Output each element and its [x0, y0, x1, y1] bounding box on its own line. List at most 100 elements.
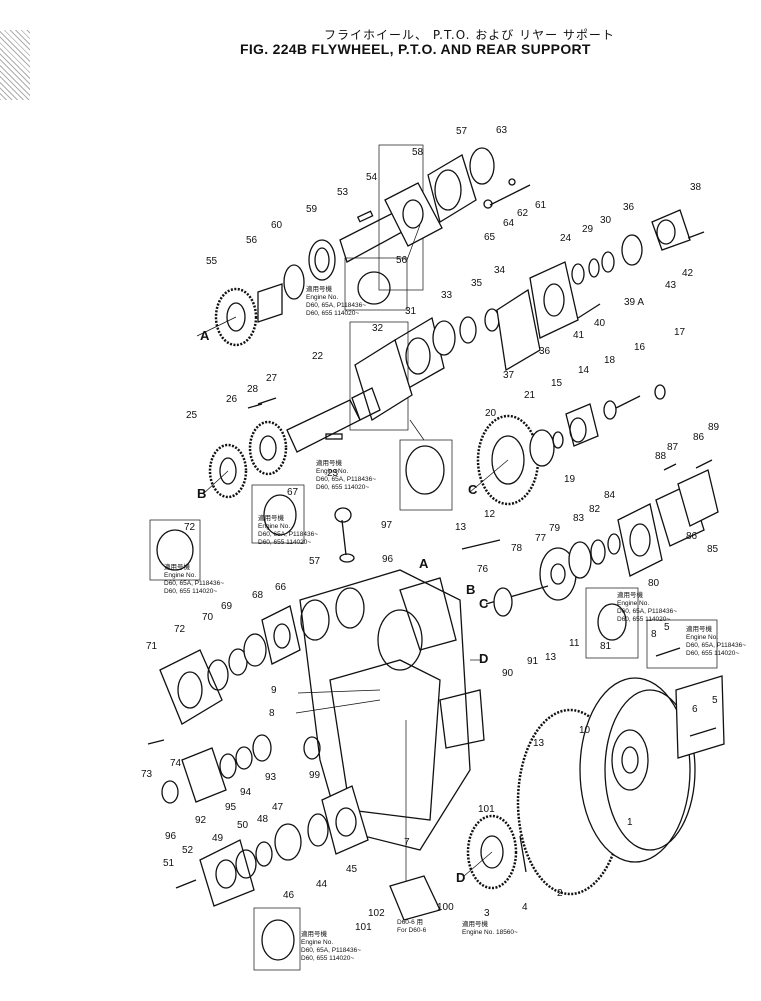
part-number-label: 73 [141, 769, 153, 780]
serial-note-line: Engine No. [306, 294, 338, 301]
ring-15 [552, 431, 564, 449]
part-number-label: 82 [589, 504, 601, 515]
section-reference-letter: D [479, 651, 488, 666]
part-number-label: 18 [604, 355, 616, 366]
cover-36 [529, 261, 579, 339]
part-number-label: 44 [316, 879, 328, 890]
inset-box-67 [251, 484, 305, 544]
housing-66 [261, 605, 301, 665]
part-number-label: 31 [405, 306, 417, 317]
part-number-label: 25 [186, 410, 198, 421]
section-reference-letter: B [466, 582, 475, 597]
serial-note-line: Engine No. [164, 572, 196, 579]
bolt-16 [615, 395, 641, 409]
bolt-12 [461, 539, 501, 550]
part-number-label: 37 [503, 370, 515, 381]
ring-83 [590, 539, 606, 565]
part-number-label: 63 [496, 125, 508, 136]
serial-note-line: Engine No. [686, 634, 718, 641]
ring-96 [161, 780, 179, 804]
part-number-label: 58 [412, 147, 424, 158]
part-number-label: 95 [225, 802, 237, 813]
serial-note-line: Engine No. 18560~ [462, 929, 518, 936]
part-number-label: 26 [226, 394, 238, 405]
part-number-label: 24 [560, 233, 572, 244]
part-number-label: 28 [247, 384, 259, 395]
section-reference-letter: B [197, 486, 206, 501]
part-number-label: 81 [600, 641, 612, 652]
part-number-label: 36 [623, 202, 635, 213]
part-number-label: 8 [651, 629, 657, 640]
bearing-93 [252, 734, 272, 762]
part-number-label: 76 [477, 564, 489, 575]
serial-note-line: 適用号機 [164, 562, 191, 571]
part-number-label: 6 [692, 704, 698, 715]
inset-box-32 [349, 321, 409, 431]
inset-box-5-8 [646, 619, 718, 669]
inset-box-32b [399, 439, 453, 511]
section-reference-letter: C [479, 596, 489, 611]
part-number-label: 3 [484, 908, 490, 919]
part-number-label: 67 [287, 487, 299, 498]
rear-support-housing [299, 569, 471, 851]
scan-artifact [0, 30, 30, 100]
key-23 [325, 433, 343, 440]
part-number-label: 34 [494, 265, 506, 276]
part-number-label: 56 [246, 235, 258, 246]
serial-note-line: D60, 65A, P118436~ [258, 531, 318, 538]
part-number-label: 51 [163, 858, 175, 869]
part-number-label: 96 [382, 554, 394, 565]
inset-box-81 [585, 587, 639, 659]
bearing-79 [568, 541, 592, 579]
pto-shaft-group [202, 387, 381, 499]
serial-note-line: D60, 655 114020~ [301, 955, 354, 962]
serial-note-line: Engine No. [258, 523, 290, 530]
part-number-label: 16 [634, 342, 646, 353]
part-number-label: 57 [309, 556, 321, 567]
part-number-label: 77 [535, 533, 547, 544]
bolt-17 [654, 384, 666, 400]
bearing-59 [308, 239, 336, 281]
part-number-label: 74 [170, 758, 182, 769]
ring-30 [601, 251, 615, 273]
part-number-label: 72 [174, 624, 186, 635]
inset-box-5-6 [675, 675, 725, 759]
part-number-label: 101 [355, 922, 372, 933]
serial-note-line: D60, 65A, P118436~ [617, 608, 677, 615]
part-number-label: 12 [484, 509, 496, 520]
part-number-label: 84 [604, 490, 616, 501]
part-number-label: 39 A [624, 297, 644, 308]
bearing-46 [274, 823, 302, 861]
part-number-label: 33 [441, 290, 453, 301]
part-number-label: 79 [549, 523, 561, 534]
part-number-label: 45 [346, 864, 358, 875]
bottom-left-group [175, 785, 369, 971]
serial-note-line: D60, 655 114020~ [316, 484, 369, 491]
ring-48 [255, 841, 273, 867]
part-number-label: 86 [693, 432, 705, 443]
part-number-label: 30 [600, 215, 612, 226]
part-number-label: 4 [522, 902, 528, 913]
o-ring-56-inset [357, 271, 391, 305]
part-number-label: 94 [240, 787, 252, 798]
part-number-label: 13 [545, 652, 557, 663]
flywheel-group [389, 675, 725, 921]
part-number-label: 17 [674, 327, 686, 338]
part-number-label: 43 [665, 280, 677, 291]
pin-4 [519, 835, 527, 873]
bolt-51 [175, 879, 197, 889]
serial-note-line: D60, 655 114020~ [164, 588, 217, 595]
ring-82 [607, 533, 621, 555]
section-reference-letter: A [419, 556, 429, 571]
gasket-32 [354, 339, 413, 421]
serial-note-line: Engine No. [617, 600, 649, 607]
part-number-label: 20 [485, 408, 497, 419]
gasket-58 [384, 182, 443, 247]
part-number-label: 80 [648, 578, 660, 589]
